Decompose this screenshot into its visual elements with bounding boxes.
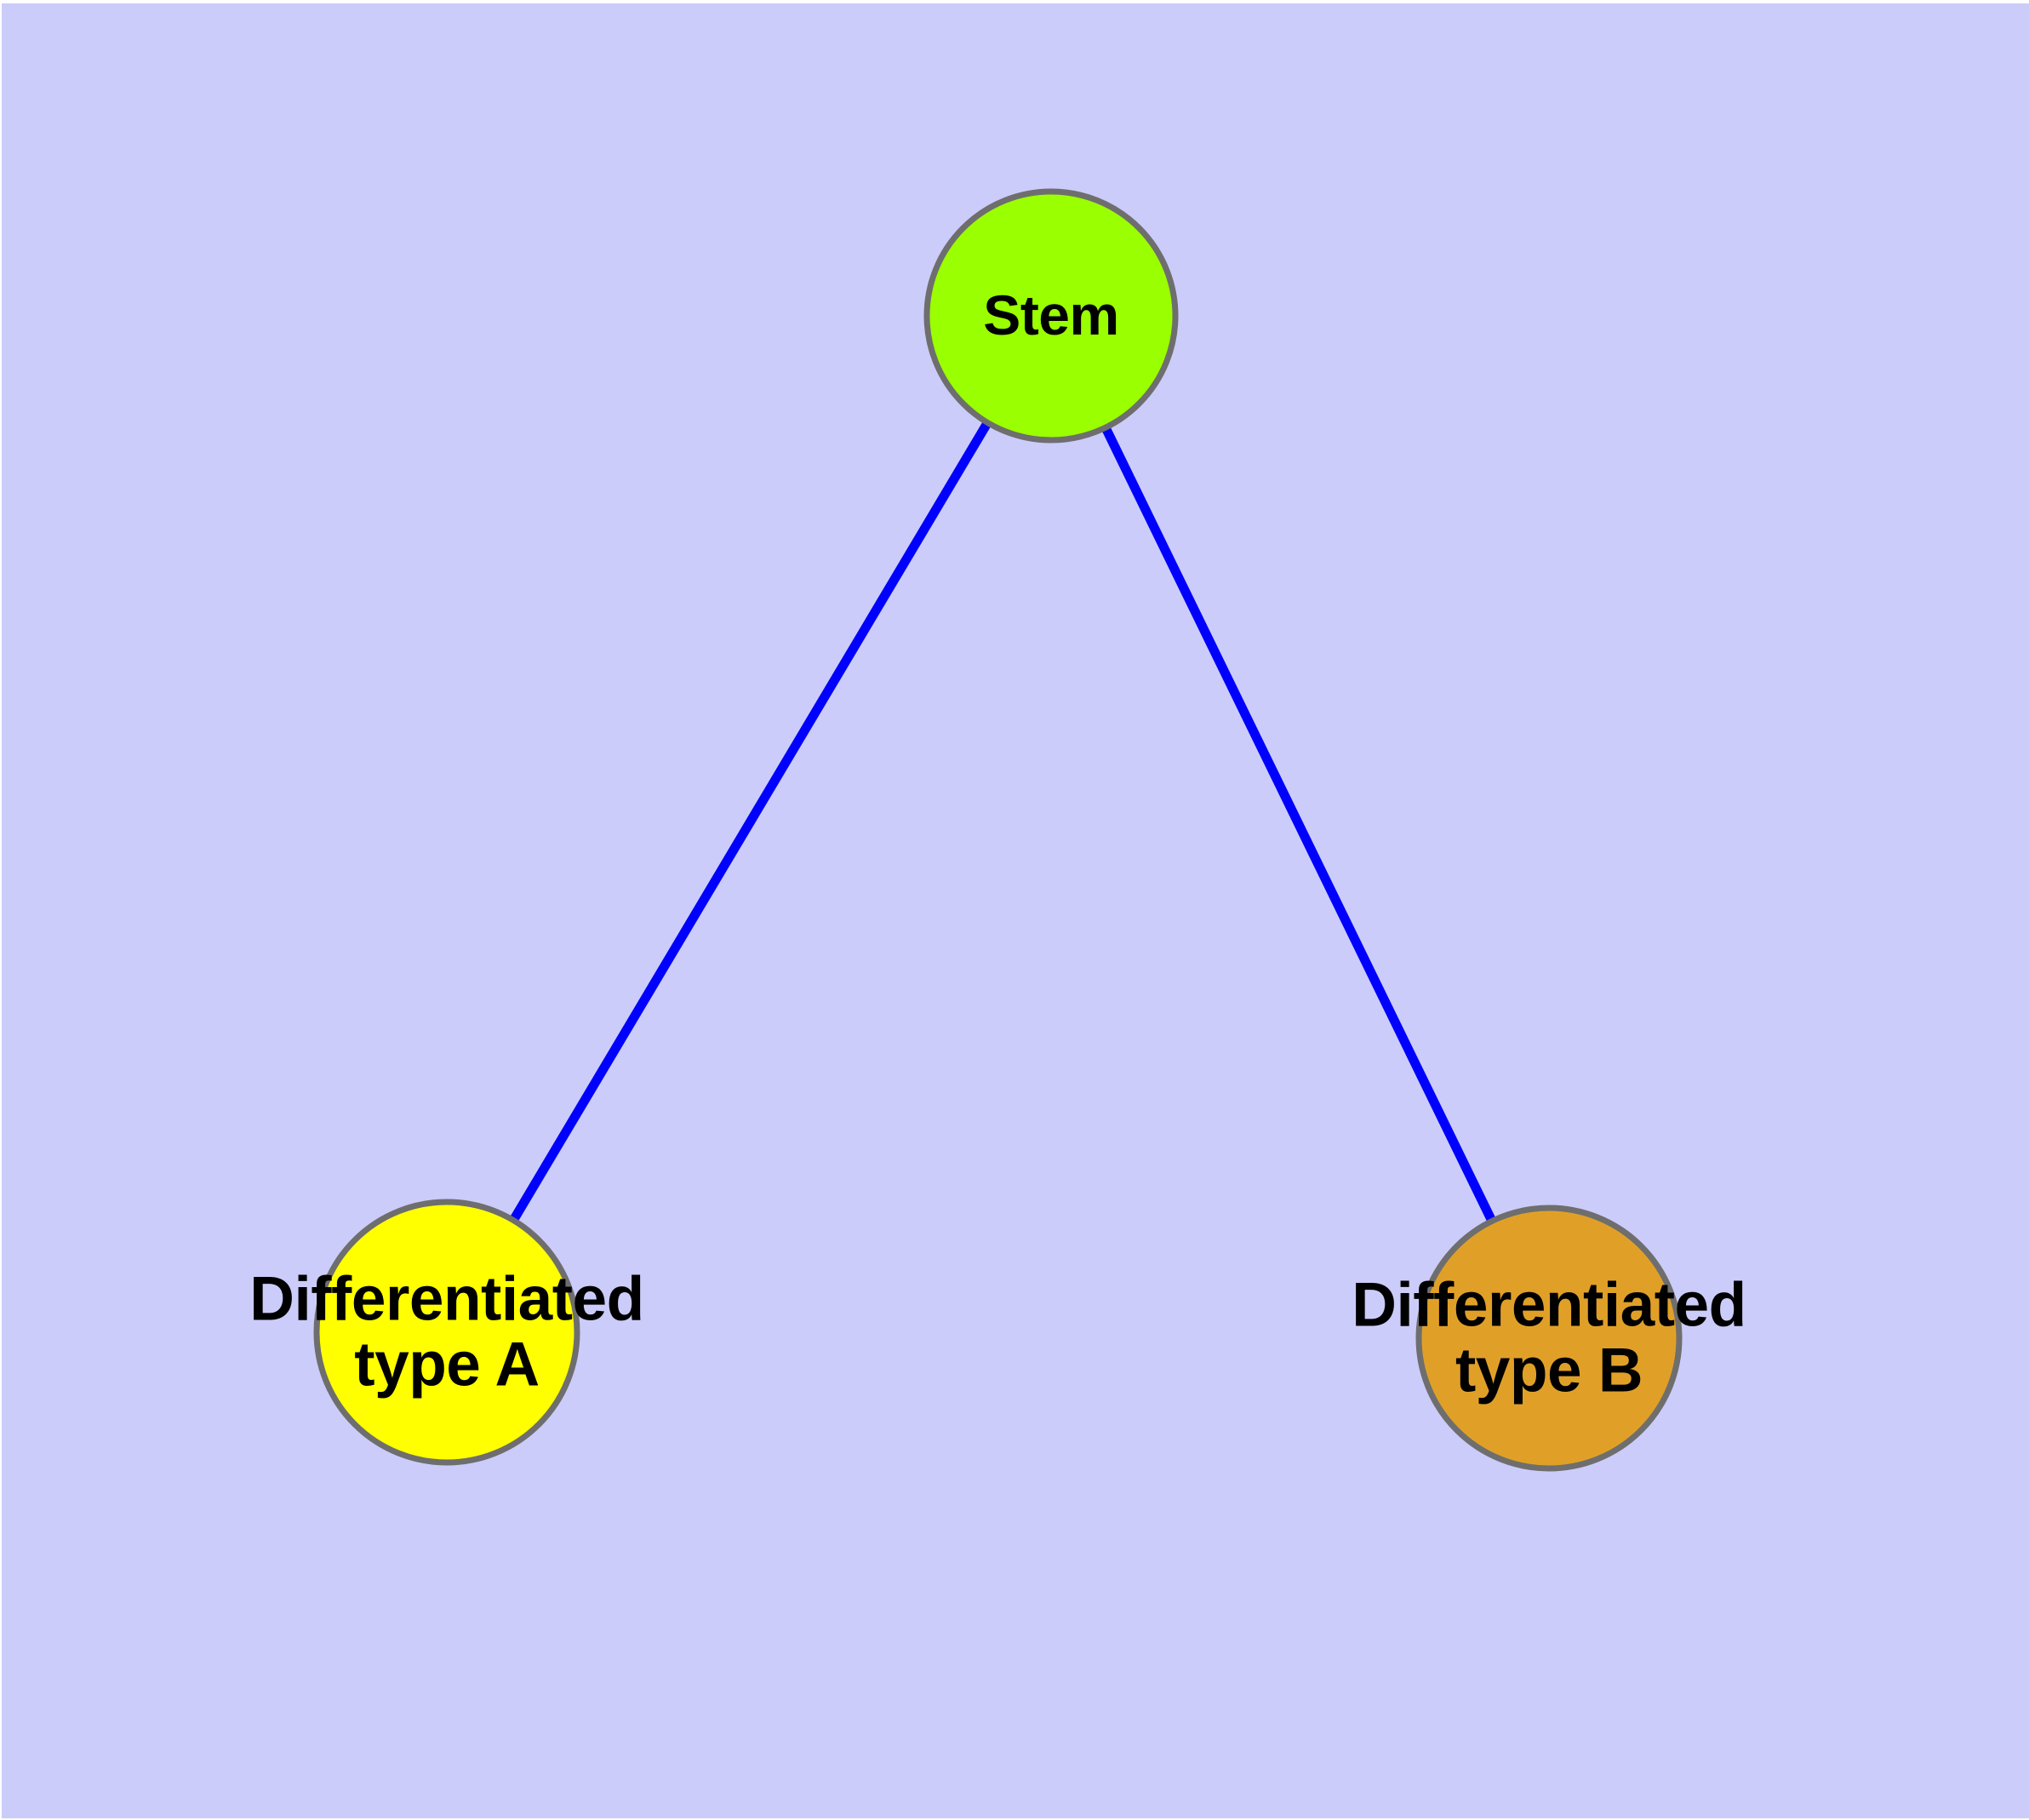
node-stem[interactable] xyxy=(923,188,1179,444)
edge-stem-to-differentiated-type-b[interactable] xyxy=(1047,313,1553,1341)
node-layer xyxy=(313,188,1683,1472)
edge-stem-to-differentiated-type-a[interactable] xyxy=(443,313,1055,1335)
node-differentiated-type-a[interactable] xyxy=(313,1199,580,1466)
edge-layer xyxy=(443,313,1553,1341)
node-differentiated-type-b[interactable] xyxy=(1415,1205,1683,1472)
